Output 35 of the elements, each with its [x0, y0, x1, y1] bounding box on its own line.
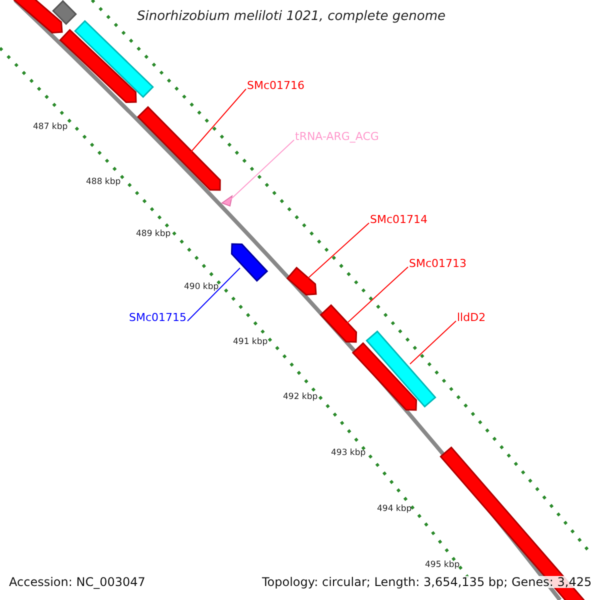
gene-block [59, 28, 137, 104]
trna-marker [220, 194, 233, 207]
gene-block [52, 0, 77, 25]
tick-label: 491 kbp [233, 338, 268, 346]
tick-label: 494 kbp [377, 505, 412, 514]
tick-label: 495 kbp [425, 561, 460, 570]
leader-line [190, 88, 246, 154]
gene-label: SMc01715 [129, 312, 187, 323]
tick-label: 488 kbp [86, 178, 121, 186]
tick-label: 493 kbp [331, 449, 366, 458]
leader-line [344, 266, 408, 326]
gene-block [286, 266, 317, 296]
gene-block [366, 330, 436, 408]
leader-line [410, 320, 456, 364]
accession-text: Accession: NC_003047 [9, 576, 146, 588]
tick-label: 487 kbp [33, 123, 68, 132]
gene-block [352, 342, 418, 411]
gene-label: SMc01714 [370, 214, 428, 225]
tick-label: 490 kbp [184, 283, 219, 292]
gene-block [74, 20, 154, 98]
gene-label: lldD2 [457, 312, 486, 323]
leader-line [306, 222, 370, 280]
title: Sinorhizobium meliloti 1021, complete genome [137, 10, 446, 23]
gene-block [230, 243, 268, 282]
genome-info-text: Topology: circular; Length: 3,654,135 bp; Genes: 3,425 [262, 576, 592, 588]
tick-label: 492 kbp [283, 393, 318, 402]
gene-label: tRNA-ARG_ACG [295, 131, 379, 142]
gene-label: SMc01716 [247, 80, 305, 91]
leader-line [230, 140, 294, 200]
tick-label: 489 kbp [136, 230, 171, 238]
gene-block [320, 304, 358, 343]
leader-line [187, 268, 240, 322]
gene-block [12, 0, 63, 34]
gene-block [136, 106, 221, 191]
gene-label: SMc01713 [409, 258, 467, 269]
